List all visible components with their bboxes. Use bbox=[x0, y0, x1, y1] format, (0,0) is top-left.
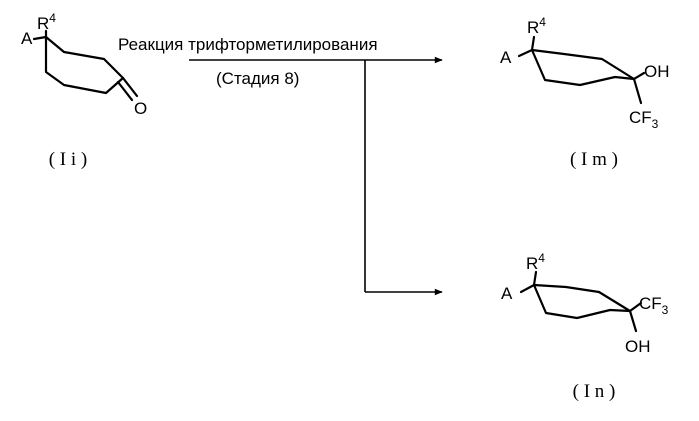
compound-im: A R4 OH CF3 ( I m ) bbox=[500, 15, 670, 170]
bond-oh bbox=[634, 73, 644, 79]
bond-cf3 bbox=[634, 79, 641, 103]
compound-im-structure: A R4 OH CF3 bbox=[500, 15, 670, 131]
compound-label: ( I i ) bbox=[49, 149, 88, 170]
ring-bond bbox=[534, 285, 630, 318]
bond-r4 bbox=[534, 272, 536, 285]
bond-a bbox=[521, 285, 534, 292]
atom-r4: R4 bbox=[527, 15, 546, 37]
atom-r4: R4 bbox=[526, 251, 545, 273]
reaction-arrows: Реакция трифторметилирования (Стадия 8) bbox=[118, 35, 442, 292]
compound-label: ( I m ) bbox=[570, 149, 618, 170]
bond-carbonyl-2 bbox=[118, 82, 132, 100]
reaction-stage: (Стадия 8) bbox=[216, 69, 299, 88]
atom-r4: R4 bbox=[37, 11, 56, 33]
compound-in-structure: A R4 CF3 OH bbox=[501, 251, 669, 356]
reaction-title: Реакция трифторметилирования bbox=[118, 35, 378, 54]
ring-bond bbox=[532, 50, 634, 85]
compound-label: ( I n ) bbox=[573, 381, 616, 402]
bond-a bbox=[34, 37, 46, 39]
atom-cf3: CF3 bbox=[639, 294, 669, 317]
bond-r4 bbox=[532, 37, 534, 50]
atom-cf3: CF3 bbox=[629, 108, 659, 131]
compound-in: A R4 CF3 OH ( I n ) bbox=[501, 251, 669, 402]
atom-oh: OH bbox=[644, 62, 670, 81]
atom-a: A bbox=[500, 48, 512, 67]
compound-ii-structure: A R4 O bbox=[21, 11, 147, 118]
atom-a: A bbox=[501, 284, 513, 303]
ring-bond bbox=[46, 37, 123, 93]
bond-carbonyl-1 bbox=[123, 78, 137, 96]
bond-a bbox=[519, 50, 532, 56]
atom-a: A bbox=[21, 29, 33, 48]
atom-o: O bbox=[134, 99, 147, 118]
bond-oh bbox=[630, 311, 636, 331]
atom-oh: OH bbox=[625, 337, 651, 356]
